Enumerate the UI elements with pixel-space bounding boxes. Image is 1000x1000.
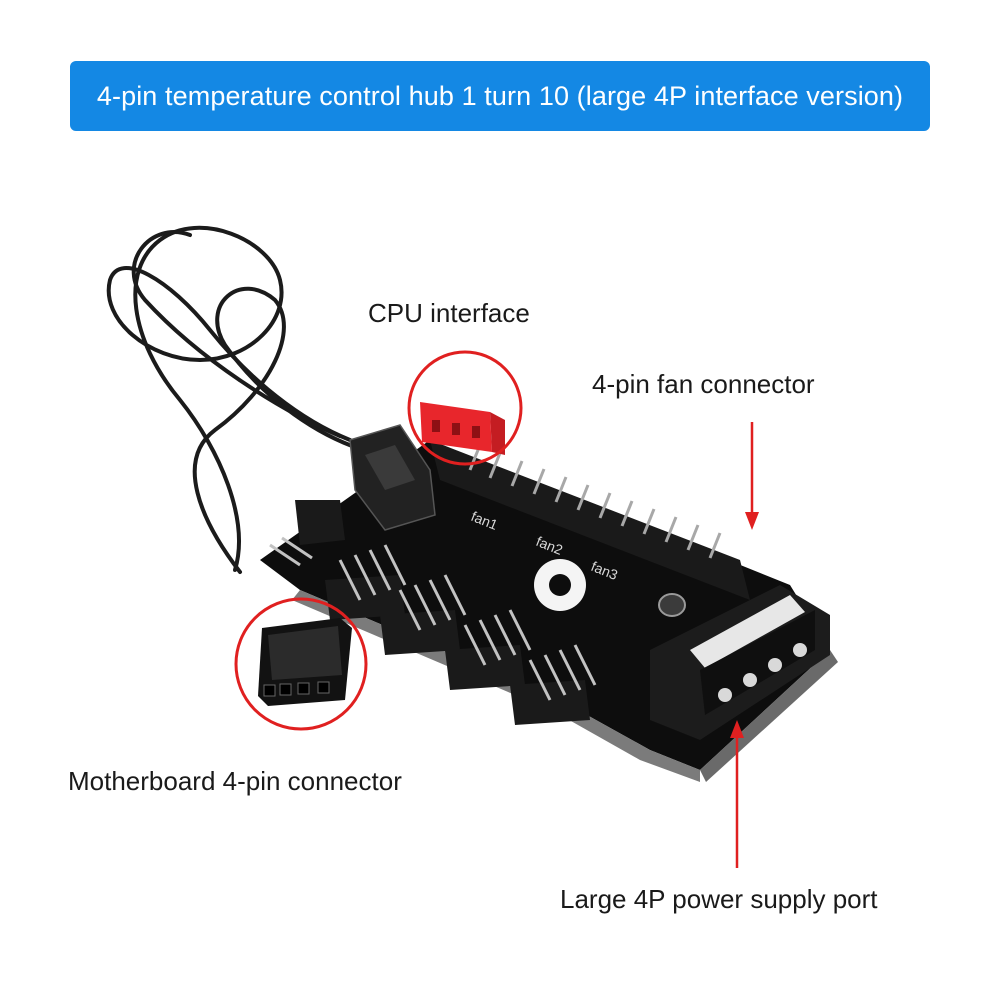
cpu-interface-label: CPU interface — [368, 298, 530, 328]
title-banner: 4-pin temperature control hub 1 turn 10 … — [70, 61, 930, 131]
motherboard-connector-label: Motherboard 4-pin connector — [68, 766, 402, 796]
page-title: 4-pin temperature control hub 1 turn 10 … — [96, 80, 904, 111]
cpu-connector — [420, 402, 505, 455]
input-connector — [349, 424, 436, 531]
fan-connector-label: 4-pin fan connector — [592, 369, 815, 399]
power-port-arrow — [730, 720, 744, 868]
power-port-label: Large 4P power supply port — [560, 884, 878, 914]
fan-header-row-back — [430, 440, 750, 600]
molex-power-connector — [650, 585, 830, 740]
cpu-highlight-circle — [407, 350, 523, 466]
fan-connector-arrow — [745, 422, 759, 530]
fan-cable — [106, 225, 354, 574]
fan-header-row-front — [269, 500, 597, 725]
motherboard-highlight-circle — [234, 597, 368, 731]
motherboard-connector-detail — [258, 618, 352, 706]
